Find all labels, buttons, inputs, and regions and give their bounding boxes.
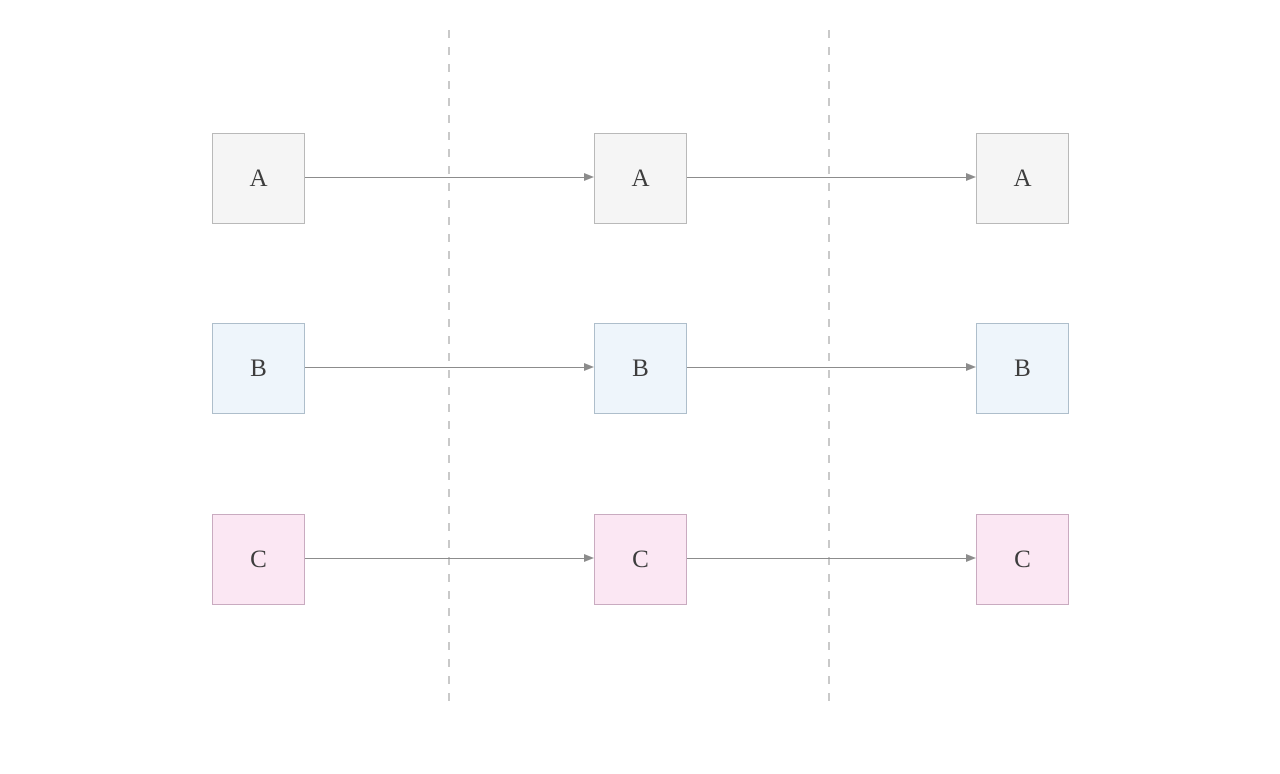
arrow-shaft — [305, 558, 586, 559]
node-label: C — [632, 546, 649, 573]
arrowhead-icon — [966, 363, 976, 371]
node-c-col1: C — [212, 514, 305, 605]
node-c-col3: C — [976, 514, 1069, 605]
arrowhead-icon — [584, 173, 594, 181]
arrowhead-icon — [584, 554, 594, 562]
node-label: A — [631, 165, 650, 192]
node-b-col3: B — [976, 323, 1069, 414]
arrow-shaft — [687, 177, 968, 178]
arrow-a-col2-to-col3 — [687, 173, 976, 182]
arrowhead-icon — [584, 363, 594, 371]
node-b-col1: B — [212, 323, 305, 414]
node-label: A — [249, 165, 268, 192]
arrow-shaft — [687, 558, 968, 559]
arrowhead-icon — [966, 554, 976, 562]
node-c-col2: C — [594, 514, 687, 605]
arrow-shaft — [687, 367, 968, 368]
arrow-shaft — [305, 367, 586, 368]
node-b-col2: B — [594, 323, 687, 414]
node-a-col1: A — [212, 133, 305, 224]
arrow-shaft — [305, 177, 586, 178]
node-a-col3: A — [976, 133, 1069, 224]
column-separator-2 — [828, 30, 830, 708]
arrow-c-col2-to-col3 — [687, 554, 976, 563]
node-label: C — [250, 546, 267, 573]
node-a-col2: A — [594, 133, 687, 224]
arrow-b-col2-to-col3 — [687, 363, 976, 372]
node-label: B — [632, 355, 649, 382]
arrow-c-col1-to-col2 — [305, 554, 594, 563]
arrow-b-col1-to-col2 — [305, 363, 594, 372]
arrow-a-col1-to-col2 — [305, 173, 594, 182]
arrowhead-icon — [966, 173, 976, 181]
node-label: B — [1014, 355, 1031, 382]
node-label: C — [1014, 546, 1031, 573]
column-separator-1 — [448, 30, 450, 708]
node-label: A — [1013, 165, 1032, 192]
node-label: B — [250, 355, 267, 382]
